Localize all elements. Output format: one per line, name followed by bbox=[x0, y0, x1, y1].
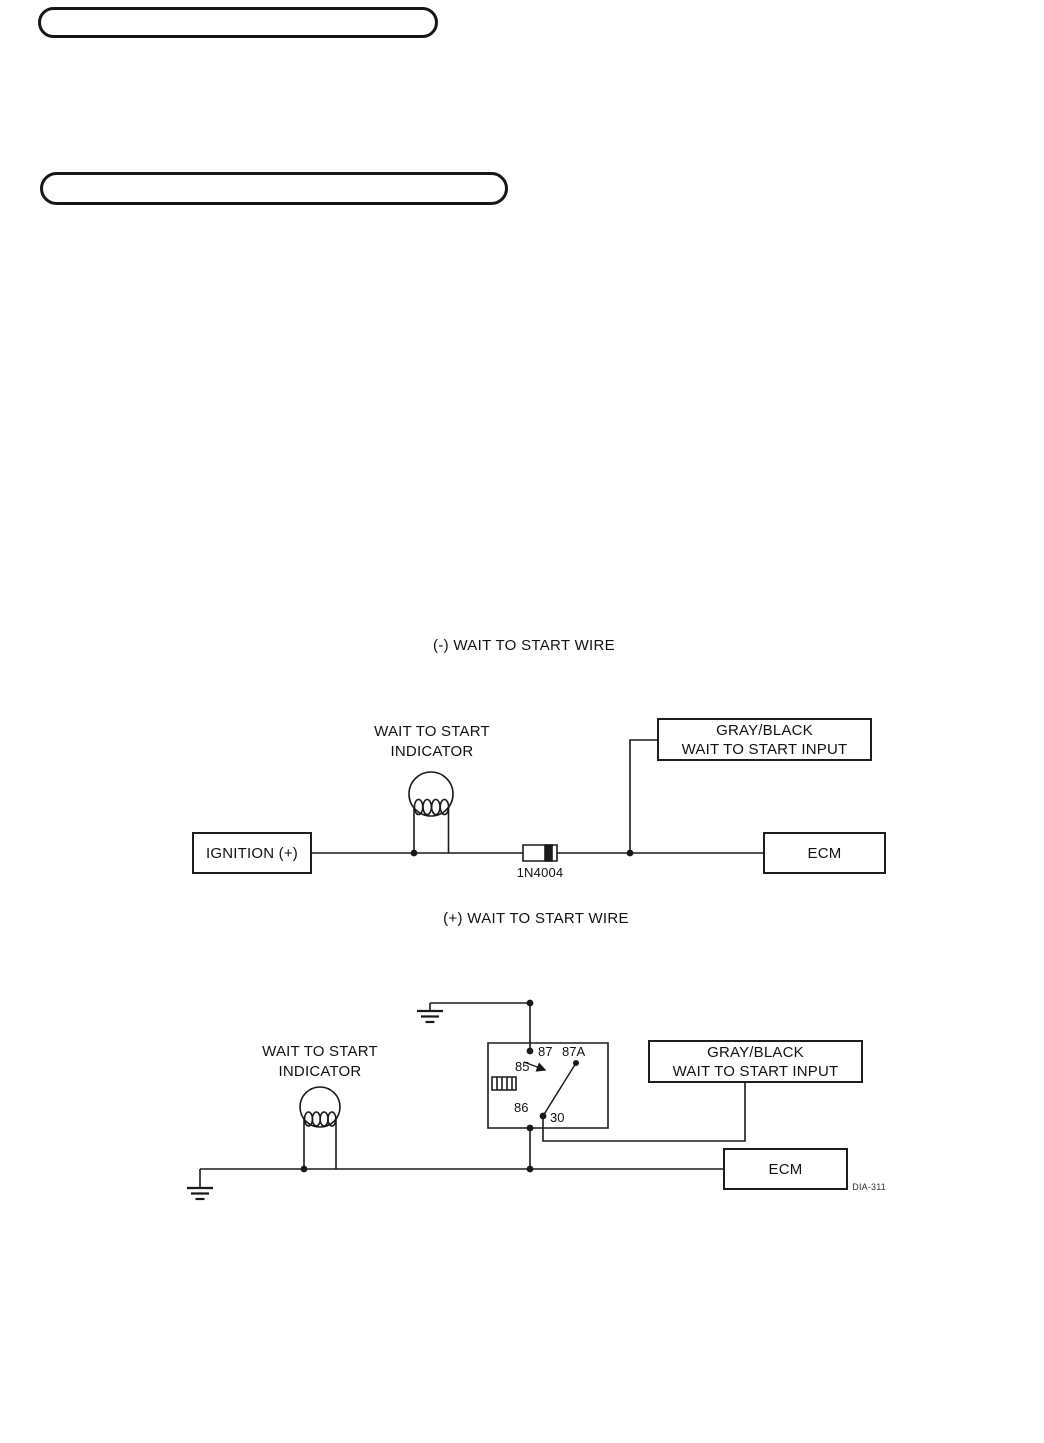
indicator-label-line2: INDICATOR bbox=[278, 1063, 362, 1080]
bottom-ground-symbol bbox=[187, 1169, 213, 1199]
junction-dots bbox=[300, 999, 579, 1173]
indicator-label-line1: WAIT TO START bbox=[374, 723, 490, 740]
input-box-line2: WAIT TO START INPUT bbox=[681, 740, 848, 758]
relay-pin-87-dot bbox=[526, 1047, 534, 1055]
junction-dots bbox=[410, 849, 634, 857]
junction-dot bbox=[300, 1165, 308, 1173]
ecm-label: ECM bbox=[807, 844, 842, 862]
diode-symbol bbox=[523, 845, 557, 861]
relay-pin-86-dot bbox=[526, 1124, 534, 1132]
junction-dot bbox=[410, 849, 418, 857]
bulb-globe bbox=[409, 772, 453, 816]
relay-pin-30-label: 30 bbox=[550, 1110, 564, 1125]
indicator-bulb bbox=[300, 1087, 340, 1169]
input-box-line1: GRAY/BLACK bbox=[716, 721, 813, 739]
relay-pin-87-label: 87 bbox=[538, 1044, 552, 1059]
relay-pin-86-label: 86 bbox=[514, 1100, 528, 1115]
bulb-filament-loop bbox=[423, 800, 431, 815]
input-wire bbox=[543, 1082, 745, 1141]
ignition-box: IGNITION (+) bbox=[192, 832, 312, 874]
junction-dot bbox=[526, 999, 534, 1007]
coil-body bbox=[492, 1077, 516, 1090]
redacted-heading-pill-second bbox=[40, 172, 508, 205]
junction-dot bbox=[626, 849, 634, 857]
diagram1-wiring bbox=[312, 740, 763, 861]
relay-symbol bbox=[488, 1043, 608, 1128]
diode-cathode-band bbox=[545, 845, 552, 861]
diagram2-title: (+) WAIT TO START WIRE bbox=[443, 910, 629, 927]
diode-label: 1N4004 bbox=[516, 865, 564, 880]
indicator-label-line1: WAIT TO START bbox=[262, 1043, 378, 1060]
bulb-globe bbox=[300, 1087, 340, 1127]
bulb-filament-loop bbox=[312, 1112, 320, 1126]
bulb-filament-loop bbox=[432, 800, 440, 815]
diagram1-indicator-label: WAIT TO START INDICATOR bbox=[352, 722, 512, 762]
relay-pin-85-label: 85 bbox=[515, 1059, 529, 1074]
indicator-bulb bbox=[409, 772, 453, 853]
input-tap-wire bbox=[630, 740, 657, 853]
relay-pin-87a-dot bbox=[573, 1060, 579, 1066]
junction-dot bbox=[526, 1165, 534, 1173]
relay-pin-87a-label: 87A bbox=[562, 1044, 585, 1059]
bulb-filament-loop bbox=[440, 800, 448, 815]
ecm-box: ECM bbox=[763, 832, 886, 874]
diagram2-wiring: 87 87A 85 86 30 bbox=[187, 999, 745, 1199]
ignition-label: IGNITION (+) bbox=[206, 844, 298, 862]
diagram1-title: (-) WAIT TO START WIRE bbox=[433, 637, 615, 654]
relay-outline bbox=[488, 1043, 608, 1128]
gray-black-input-box: GRAY/BLACK WAIT TO START INPUT bbox=[657, 718, 872, 761]
relay-pin-30-dot bbox=[539, 1112, 547, 1120]
relay-coil bbox=[492, 1077, 516, 1090]
diagram2-indicator-label: WAIT TO START INDICATOR bbox=[240, 1042, 400, 1082]
ecm-box: ECM bbox=[723, 1148, 848, 1190]
redacted-heading-pill-top bbox=[38, 7, 438, 38]
relay-actuation-arrow bbox=[524, 1062, 547, 1072]
bulb-filament-loop bbox=[328, 1112, 336, 1126]
input-box-line2: WAIT TO START INPUT bbox=[672, 1062, 839, 1080]
ecm-label: ECM bbox=[768, 1160, 803, 1178]
relay-switch-arm bbox=[543, 1063, 576, 1116]
input-box-line1: GRAY/BLACK bbox=[707, 1043, 804, 1061]
indicator-label-line2: INDICATOR bbox=[390, 743, 474, 760]
top-ground-symbol bbox=[417, 1003, 443, 1022]
relay-pin-labels: 87 87A 85 86 30 bbox=[514, 1044, 585, 1125]
gray-black-input-box: GRAY/BLACK WAIT TO START INPUT bbox=[648, 1040, 863, 1083]
figure-id: DIA-311 bbox=[852, 1182, 886, 1192]
bulb-filament-loop bbox=[320, 1112, 328, 1126]
